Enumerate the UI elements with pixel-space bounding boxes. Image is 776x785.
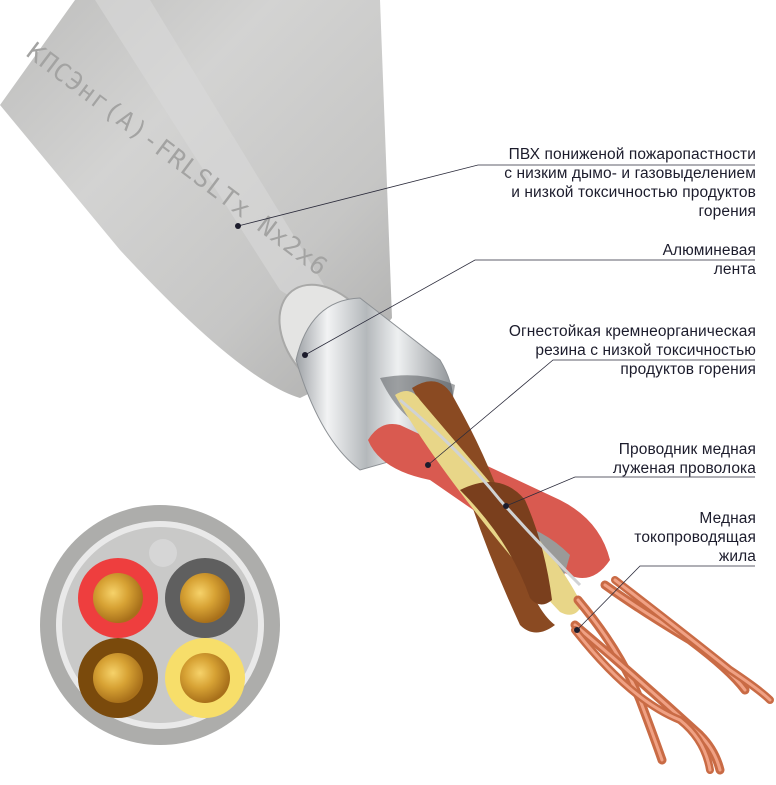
label-silicone-rubber: Огнестойкая кремнеорганическая резина с … — [509, 322, 756, 379]
leader-dots — [235, 223, 580, 633]
label-line: и низкой токсичностью продуктов — [511, 184, 756, 201]
core-grey-copper — [180, 573, 230, 623]
drain-wire — [399, 398, 582, 587]
drain-wire-section — [149, 539, 177, 567]
label-line: токопроводящая — [634, 529, 756, 546]
leader-lines — [237, 164, 755, 631]
label-line: Проводник медная — [618, 441, 756, 458]
label-line: резина с низкой токсичностью — [535, 342, 756, 359]
brown-core-overlap — [460, 482, 552, 605]
label-line: Огнестойкая кремнеорганическая — [508, 323, 756, 340]
core-brown-copper — [93, 653, 143, 703]
label-copper-core: Медная токопроводящая жила — [634, 509, 756, 566]
label-pvc-sheath: ПВХ пониженой пожаропастности с низким д… — [504, 145, 756, 221]
label-line: лента — [713, 261, 756, 278]
label-line: луженая проволока — [612, 460, 756, 477]
core-red-copper — [93, 573, 143, 623]
core-yellow-copper — [180, 653, 230, 703]
label-line: Медная — [699, 510, 756, 527]
label-aluminum-tape: Алюминевая лента — [663, 241, 756, 279]
label-line: с низким дымо- и газовыделением — [504, 165, 756, 182]
sheath-highlight — [95, 0, 330, 299]
label-line: продуктов горения — [620, 361, 756, 378]
label-line: горения — [698, 203, 756, 220]
cross-section — [40, 505, 280, 745]
label-line: ПВХ пониженой пожаропастности — [508, 146, 756, 163]
label-line: Алюминевая — [662, 242, 756, 259]
label-line: жила — [718, 548, 756, 565]
label-drain-conductor: Проводник медная луженая проволока — [613, 440, 756, 478]
copper-strands — [570, 576, 774, 775]
